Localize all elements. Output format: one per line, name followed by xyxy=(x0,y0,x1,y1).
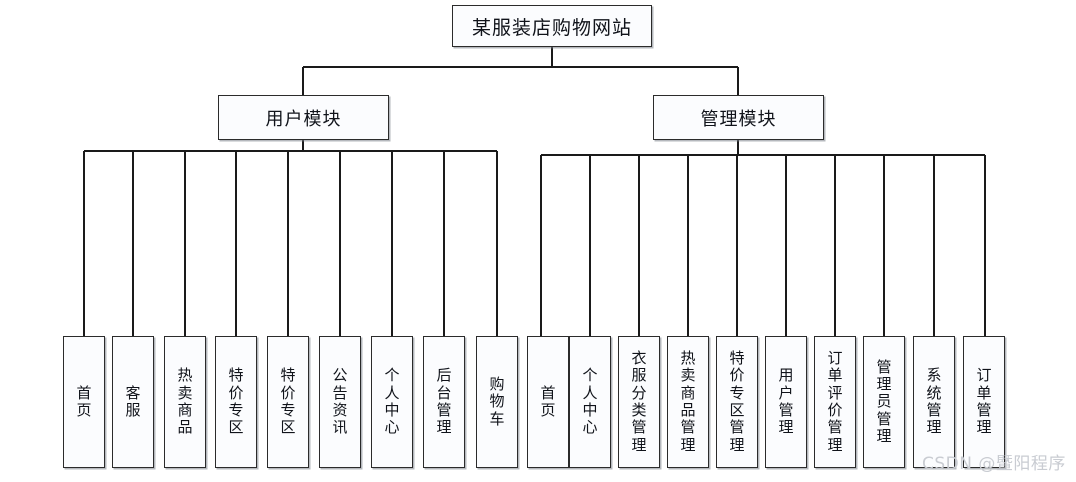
leaf-admin-7-label: 管 理 员 管 理 xyxy=(876,357,892,446)
leaf-admin-5[interactable]: 用 户 管 理 xyxy=(765,336,807,468)
leaf-user-4[interactable]: 特 价 专 区 xyxy=(267,336,309,468)
leaf-user-0-label: 首 页 xyxy=(76,383,92,419)
leaf-user-2-label: 热 卖 商 品 xyxy=(177,366,193,437)
leaf-admin-1-label: 个 人 中 心 xyxy=(582,366,598,437)
node-user-module[interactable]: 用户模块 xyxy=(218,95,389,140)
leaf-user-6-label: 个 人 中 心 xyxy=(384,366,400,437)
leaf-user-3-label: 特 价 专 区 xyxy=(228,366,244,437)
leaf-admin-3-label: 热 卖 商 品 管 理 xyxy=(680,348,696,454)
leaf-admin-0[interactable]: 首 页 xyxy=(527,336,569,468)
leaf-admin-5-label: 用 户 管 理 xyxy=(778,366,794,437)
leaf-admin-6-label: 订 单 评 价 管 理 xyxy=(827,348,843,454)
node-admin-module-label: 管理模块 xyxy=(700,108,777,130)
leaf-user-2[interactable]: 热 卖 商 品 xyxy=(164,336,206,468)
watermark: CSDN @暨阳程序 xyxy=(922,454,1066,474)
leaf-user-5-label: 公 告 资 讯 xyxy=(332,366,348,437)
leaf-user-8[interactable]: 购 物 车 xyxy=(476,336,518,468)
leaf-admin-8-label: 系 统 管 理 xyxy=(926,366,942,437)
leaf-admin-7[interactable]: 管 理 员 管 理 xyxy=(863,336,905,468)
leaf-user-7[interactable]: 后 台 管 理 xyxy=(423,336,465,468)
leaf-admin-2[interactable]: 衣 服 分 类 管 理 xyxy=(618,336,660,468)
leaf-admin-3[interactable]: 热 卖 商 品 管 理 xyxy=(667,336,709,468)
node-root-label: 某服装店购物网站 xyxy=(471,16,632,39)
leaf-admin-9[interactable]: 订 单 管 理 xyxy=(963,336,1005,468)
leaf-admin-0-label: 首 页 xyxy=(540,383,556,419)
leaf-admin-6[interactable]: 订 单 评 价 管 理 xyxy=(814,336,856,468)
leaf-admin-9-label: 订 单 管 理 xyxy=(976,366,992,437)
leaf-admin-1[interactable]: 个 人 中 心 xyxy=(569,336,611,468)
leaf-admin-2-label: 衣 服 分 类 管 理 xyxy=(631,348,647,454)
node-user-module-label: 用户模块 xyxy=(265,108,342,130)
leaf-user-6[interactable]: 个 人 中 心 xyxy=(371,336,413,468)
leaf-user-0[interactable]: 首 页 xyxy=(63,336,105,468)
leaf-user-4-label: 特 价 专 区 xyxy=(280,366,296,437)
leaf-user-1[interactable]: 客 服 xyxy=(112,336,154,468)
leaf-admin-4-label: 特 价 专 区 管 理 xyxy=(729,348,745,454)
leaf-admin-4[interactable]: 特 价 专 区 管 理 xyxy=(716,336,758,468)
leaf-user-8-label: 购 物 车 xyxy=(489,374,505,428)
leaf-user-1-label: 客 服 xyxy=(125,383,141,419)
node-root[interactable]: 某服装店购物网站 xyxy=(452,5,652,47)
leaf-user-7-label: 后 台 管 理 xyxy=(436,366,452,437)
node-admin-module[interactable]: 管理模块 xyxy=(653,95,824,140)
leaf-user-3[interactable]: 特 价 专 区 xyxy=(215,336,257,468)
leaf-user-5[interactable]: 公 告 资 讯 xyxy=(319,336,361,468)
leaf-admin-8[interactable]: 系 统 管 理 xyxy=(913,336,955,468)
